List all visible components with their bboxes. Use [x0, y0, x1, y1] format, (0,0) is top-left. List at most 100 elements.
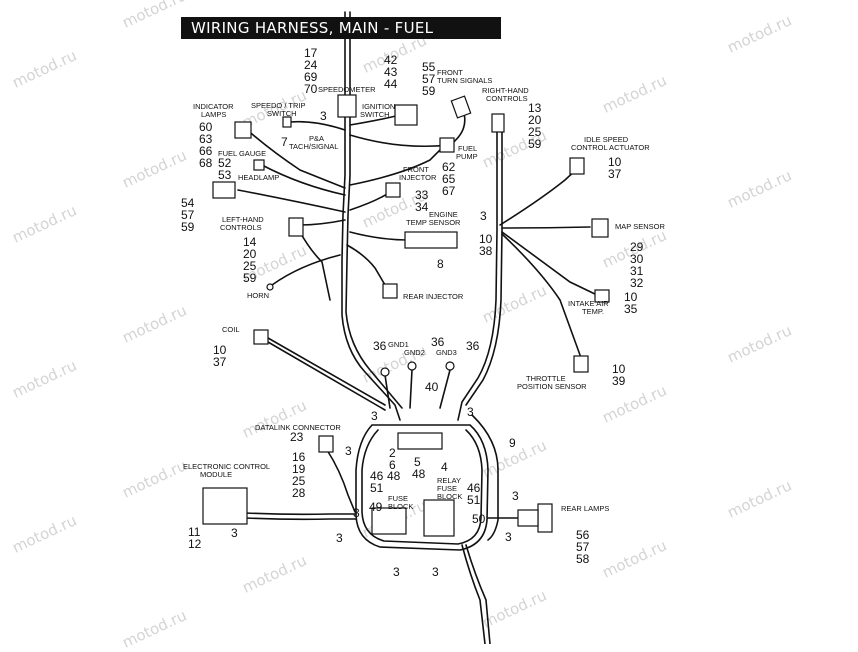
ecm-harness-2: [245, 517, 357, 521]
label-fuel-pump-2: PUMP: [456, 152, 478, 161]
rear-injector-branch: [346, 244, 389, 291]
idle-speed-branch: [499, 167, 579, 226]
label-engine-temp-2: TEMP SENSOR: [406, 218, 461, 227]
rear-lamp-plug: [517, 509, 539, 527]
label-idle-speed: IDLE SPEED: [584, 135, 629, 144]
label-coil: COIL: [222, 325, 240, 334]
callout: 57: [576, 540, 590, 554]
callout: 32: [630, 276, 644, 290]
callout: 33: [415, 188, 429, 202]
callout: 60: [199, 120, 213, 134]
callout: 3: [512, 489, 519, 503]
callout: 43: [384, 65, 398, 79]
label-fuel-pump: FUEL: [458, 144, 478, 153]
relay-fuse-block-body: [423, 499, 455, 537]
callout: 34: [415, 200, 429, 214]
callout: 31: [630, 264, 644, 278]
label-relay-fuse-block-3: BLOCK: [437, 492, 463, 501]
callout: 28: [292, 486, 306, 500]
ecm-module: [202, 487, 248, 525]
callout: 13: [528, 101, 542, 115]
harness-outer-right: [471, 414, 499, 541]
fuse-block-body: [371, 507, 407, 535]
callout: 44: [384, 77, 398, 91]
callout: 9: [509, 436, 516, 450]
callout: 36: [373, 339, 387, 353]
headlamp-branch: [237, 189, 346, 213]
label-rear-injector: REAR INJECTOR: [403, 292, 464, 301]
callout: 5: [414, 455, 421, 469]
harness-right-trunk: [457, 119, 498, 421]
map-sensor-connector: [591, 218, 609, 238]
callout: 57: [181, 208, 195, 222]
gnd3-wire: [439, 369, 451, 409]
label-fuel-gauge: FUEL GAUGE: [218, 149, 267, 158]
label-rh-controls: RIGHT-HAND: [482, 86, 529, 95]
label-indicator-lamps-2: LAMPS: [201, 110, 227, 119]
label-front-injector: FRONT: [403, 165, 429, 174]
battery-outline: [397, 432, 443, 450]
callout: 20: [528, 113, 542, 127]
label-lh-controls-2: CONTROLS: [220, 223, 262, 232]
callout: 37: [213, 355, 227, 369]
callout: 36: [431, 335, 445, 349]
label-relay-fuse-block-2: FUSE: [437, 484, 458, 493]
coil-connector: [253, 329, 269, 345]
label-intake-air-2: TEMP.: [582, 307, 604, 316]
label-front-turn-2: TURN SIGNALS: [437, 76, 493, 85]
callout: 7: [281, 135, 288, 149]
label-ecm-2: MODULE: [200, 470, 233, 479]
gnd2-wire: [409, 369, 413, 409]
callout: 39: [612, 374, 626, 388]
label-map-sensor: MAP SENSOR: [615, 222, 665, 231]
callout: 3: [467, 405, 474, 419]
label-throttle: THROTTLE: [526, 374, 566, 383]
callout: 17: [304, 46, 318, 60]
gnd3-terminal: [445, 361, 455, 371]
iat-connector: [594, 289, 610, 303]
callout: 3: [345, 444, 352, 458]
rear-injector-connector: [382, 283, 398, 299]
callout: 3: [231, 526, 238, 540]
fuel-gauge-connector: [253, 159, 265, 171]
speedometer-connector: [337, 94, 357, 118]
callout: 50: [472, 512, 486, 526]
harness-loop: [355, 424, 489, 551]
callout: 65: [442, 172, 456, 186]
callout: 42: [384, 53, 398, 67]
label-gnd3: GND3: [436, 348, 457, 357]
label-engine-temp: ENGINE: [429, 210, 458, 219]
callout: 69: [304, 70, 318, 84]
horn-branch: [271, 254, 341, 286]
callout: 54: [181, 196, 195, 210]
engine-temp-sensor: [404, 231, 458, 249]
label-ignition-switch-2: SWITCH: [360, 110, 390, 119]
callout: 10: [213, 343, 227, 357]
callout: 56: [576, 528, 590, 542]
callout: 14: [243, 235, 257, 249]
callout: 63: [199, 132, 213, 146]
callout: 59: [181, 220, 195, 234]
callout: 3: [432, 565, 439, 579]
harness-right-trunk-2: [465, 119, 503, 406]
callout: 16: [292, 450, 306, 464]
label-intake-air: INTAKE AIR: [568, 299, 609, 308]
callout: 59: [243, 271, 257, 285]
rh-controls-connector: [491, 113, 505, 133]
gnd1-terminal: [380, 367, 390, 377]
callout: 25: [528, 125, 542, 139]
front-injector-connector: [385, 182, 401, 198]
callout: 48: [412, 467, 426, 481]
coil-wire-2: [267, 341, 386, 411]
tps-branch: [501, 233, 581, 356]
callout: 3: [480, 209, 487, 223]
callout: 3: [336, 531, 343, 545]
horn-symbol: [266, 283, 274, 291]
callout: 10: [479, 232, 493, 246]
callout: 48: [387, 469, 401, 483]
callout: 30: [630, 252, 644, 266]
label-fuse-block-2: BLOCK: [388, 502, 414, 511]
callout: 67: [442, 184, 456, 198]
callout: 12: [188, 537, 202, 551]
